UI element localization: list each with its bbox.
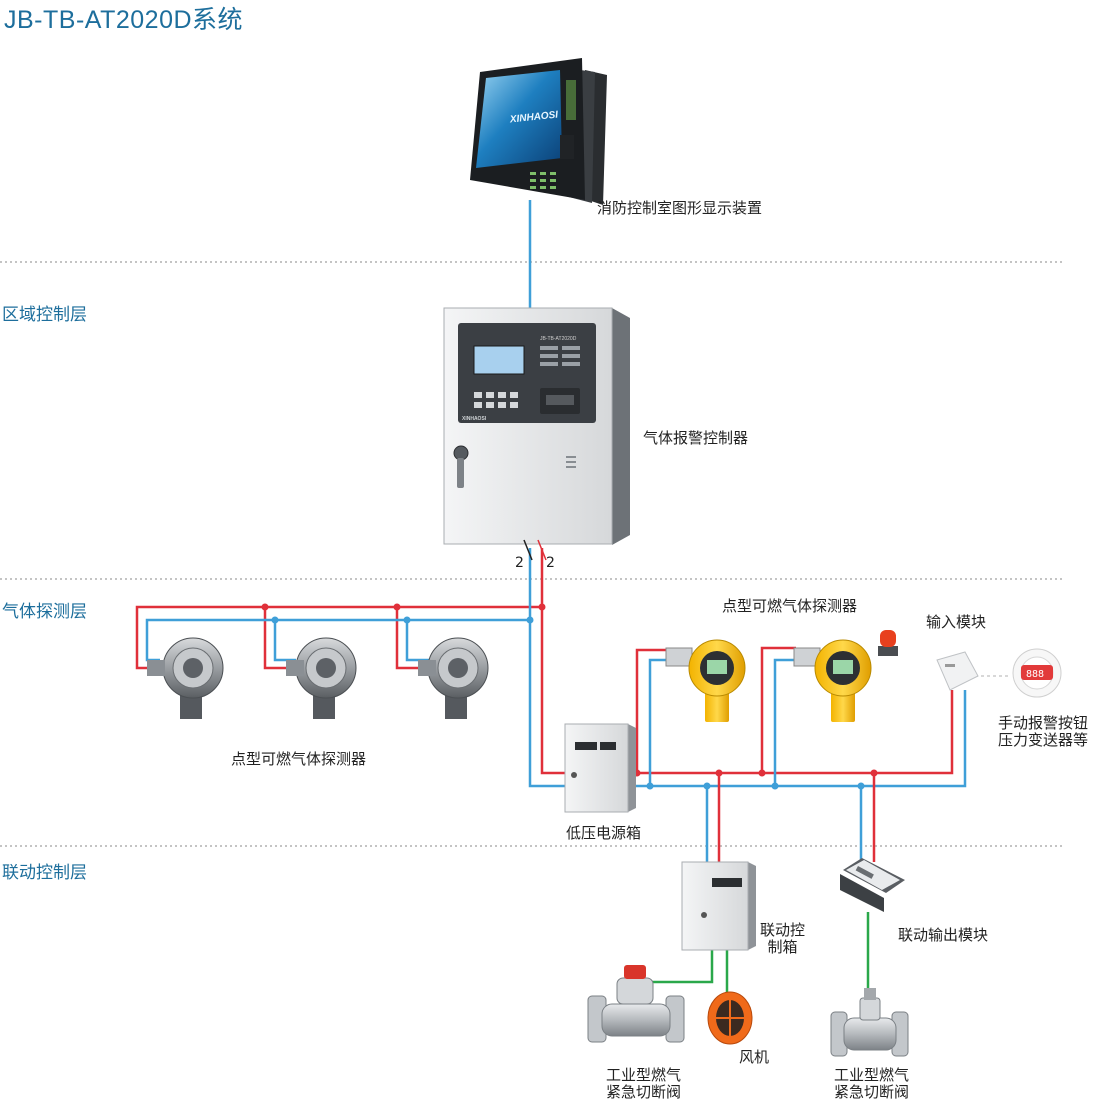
label-manual-alarm-line1: 手动报警按钮	[998, 714, 1089, 732]
controller-lcd	[473, 345, 525, 375]
junction-dot	[393, 603, 401, 611]
valve-right	[830, 988, 909, 1057]
fire-display-monitor: XINHAOSI	[470, 58, 607, 205]
junction-dot	[526, 616, 534, 624]
junction-dot	[857, 782, 865, 790]
blue-branch	[773, 658, 806, 786]
junction-dot	[271, 616, 279, 624]
linkage-output-module	[840, 858, 905, 912]
yellow-detector	[665, 639, 746, 722]
label-linkage-box-line1: 联动控	[760, 921, 806, 939]
fan-icon	[707, 991, 753, 1045]
junction-dot	[538, 603, 546, 611]
valve-left	[587, 965, 685, 1043]
key-lock-icon	[453, 445, 469, 461]
red-branch	[635, 648, 668, 773]
manual-alarm-device: 888	[1012, 648, 1062, 698]
junction-dot	[403, 616, 411, 624]
label-valve-left-line1: 工业型燃气	[606, 1066, 682, 1084]
metal-detector	[418, 637, 489, 719]
layer-label-gas: 气体探测层	[2, 602, 87, 622]
junction-dot	[758, 769, 766, 777]
manual-alarm-digits: 888	[1026, 669, 1044, 680]
controller-brand-text: XINHAOSI	[462, 416, 487, 422]
junctions	[261, 603, 878, 790]
label-controller: 气体报警控制器	[643, 429, 749, 447]
label-linkage-output: 联动输出模块	[898, 926, 989, 944]
junction-dot	[261, 603, 269, 611]
label-input-module: 输入模块	[926, 613, 987, 631]
red-bus-right	[540, 607, 954, 775]
gas-alarm-controller: JB-TB-AT2020D XINHAOSI	[443, 307, 630, 561]
monitor-brand-text: XINHAOSI	[508, 109, 558, 125]
label-detectors-left: 点型可燃气体探测器	[231, 750, 367, 768]
label-valve-right-line2: 紧急切断阀	[834, 1083, 910, 1101]
linkage-control-box	[681, 861, 756, 951]
label-linkage-box-line2: 制箱	[767, 938, 798, 956]
blue-branch	[405, 620, 430, 662]
controller-model-text: JB-TB-AT2020D	[540, 336, 577, 342]
metal-detector	[286, 637, 357, 719]
monitor-screen	[476, 70, 562, 168]
alarm-beacon-icon	[878, 646, 898, 656]
label-valve-left: 工业型燃气 紧急切断阀	[606, 1067, 681, 1101]
label-valve-right: 工业型燃气 紧急切断阀	[834, 1067, 909, 1101]
junction-dot	[771, 782, 779, 790]
junction-dot	[715, 769, 723, 777]
label-fire-display: 消防控制室图形显示装置	[597, 199, 763, 217]
input-module	[936, 651, 979, 691]
label-manual-alarm-line2: 压力变送器等	[998, 731, 1089, 749]
blue-branch	[273, 620, 296, 662]
label-linkage-box: 联动控 制箱	[760, 922, 805, 956]
yellow-detector	[793, 630, 898, 722]
junction-dot	[703, 782, 711, 790]
label-valve-left-line2: 紧急切断阀	[606, 1083, 682, 1101]
junction-dot	[646, 782, 654, 790]
red-bus-left	[135, 548, 544, 670]
red-branch	[263, 607, 290, 670]
label-detectors-right: 点型可燃气体探测器	[722, 597, 858, 615]
low-voltage-box	[564, 723, 636, 813]
red-branch	[760, 646, 796, 773]
left-detectors	[147, 637, 489, 719]
label-bus-right-number: 2	[546, 555, 555, 571]
layer-label-linkage: 联动控制层	[2, 863, 87, 883]
red-branch	[395, 607, 422, 670]
label-bus-left-number: 2	[515, 555, 524, 571]
junction-dot	[870, 769, 878, 777]
label-fan: 风机	[739, 1048, 770, 1066]
layer-label-zone: 区域控制层	[2, 305, 87, 325]
right-detectors	[665, 630, 898, 722]
label-manual-alarm: 手动报警按钮 压力变送器等	[998, 715, 1088, 749]
blue-branch	[648, 658, 680, 786]
metal-detector	[147, 637, 224, 719]
label-low-voltage-box: 低压电源箱	[566, 824, 642, 842]
label-valve-right-line1: 工业型燃气	[834, 1066, 910, 1084]
page-title: JB-TB-AT2020D系统	[4, 6, 244, 34]
blue-bus-right	[528, 620, 967, 788]
